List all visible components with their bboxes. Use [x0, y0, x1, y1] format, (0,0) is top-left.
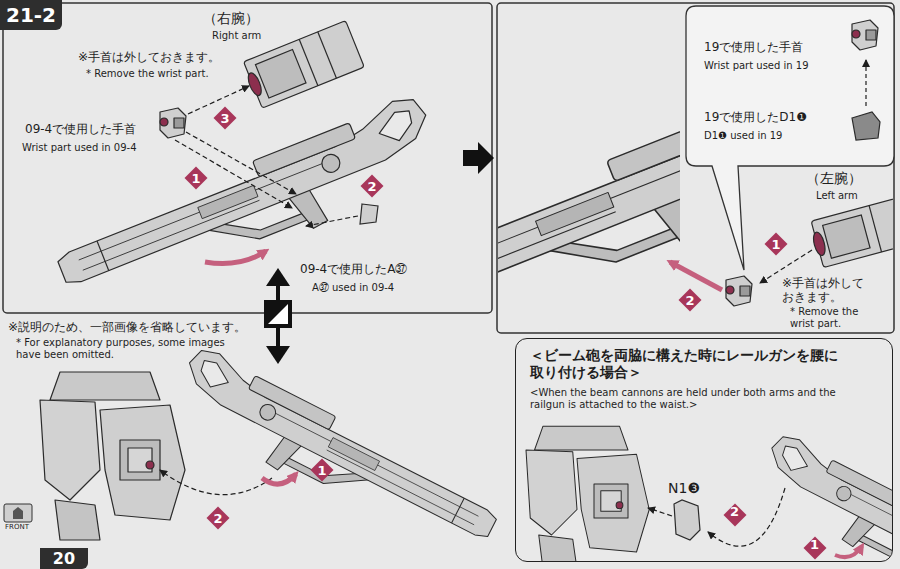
diamond-fill [311, 459, 334, 482]
step-number: 21-2 [6, 5, 56, 25]
page-number-tab: 20 [40, 548, 88, 569]
diamond-fill [185, 167, 208, 190]
callout-number: 1 [803, 536, 827, 560]
wrist-part [852, 20, 878, 50]
part-d1 [852, 112, 880, 140]
callout-number-text: 2 [685, 294, 694, 307]
swap-symbol [264, 268, 292, 364]
part-label: 09-4で使用した手首 [25, 122, 136, 136]
diamond-fill [207, 507, 230, 530]
callout-text: Wrist part used in 19 [704, 60, 809, 72]
icon-label: FRONT [5, 523, 29, 531]
wrist-part [160, 108, 186, 138]
robot-waist [526, 426, 649, 561]
callout-text: D1❶ used in 19 [704, 130, 782, 142]
panel-frame [497, 3, 894, 333]
next-step-arrow [463, 142, 494, 174]
callout-number: 2 [723, 503, 747, 527]
part-label: 09-4で使用したA㊲ [300, 262, 407, 276]
note: ※手首は外しておきます。 [78, 50, 220, 64]
diamond-fill [679, 289, 702, 312]
callout-number: 2 [678, 288, 702, 312]
callout-number-text: 2 [213, 512, 222, 525]
callout-number: 2 [360, 174, 384, 198]
callout-number: 1 [764, 232, 788, 256]
callout-number-text: 2 [367, 180, 376, 193]
dashed-arrow [175, 140, 292, 208]
dashed-arrow [186, 132, 296, 194]
insert-arrow [670, 262, 722, 290]
callout-number: 2 [206, 506, 230, 530]
diamond-fill [214, 107, 237, 130]
part-label: （右腕） [203, 10, 259, 27]
dashed-arrow [865, 60, 866, 106]
note: ※説明のため、一部画像を省略しています。 [8, 320, 246, 334]
diamond-fill [765, 233, 788, 256]
callout-number-text: 1 [771, 238, 780, 251]
part-n1 [674, 500, 700, 540]
diamond-fill [803, 536, 826, 559]
part-label: Right arm [212, 30, 261, 42]
beam-cannon [164, 343, 506, 568]
dashed-arrow [188, 86, 249, 114]
rail-gun [749, 430, 892, 561]
dashed-arrow [160, 470, 272, 495]
note: * For explanatory purposes, some images … [16, 337, 231, 361]
callout-number: 1 [184, 166, 208, 190]
note: * Remove the wrist part. [86, 68, 209, 80]
part-a37 [360, 204, 378, 224]
diamond-fill [723, 503, 746, 526]
callout-number-text: 3 [220, 112, 229, 125]
part-label: Wrist part used in 09-4 [22, 142, 137, 154]
page-number: 20 [53, 551, 75, 567]
note-box: ＜ビーム砲を両脇に構えた時にレールガンを腰に取り付ける場合＞ <When the … [515, 338, 893, 562]
note: * Remove the wrist part. [790, 306, 862, 330]
front-icon [4, 504, 32, 522]
dashed-arrow [648, 508, 672, 516]
callout-bubble [686, 6, 894, 270]
callout-number-text: 1 [317, 464, 326, 477]
callout-text: 19で使用したD1❶ [704, 110, 807, 124]
rotate-arrow [262, 474, 296, 484]
part-label: （左腕） [806, 170, 862, 187]
left-arm [808, 193, 893, 269]
note-text: ＜ビーム砲を両脇に構えた時にレールガンを腰に取り付ける場合＞ [530, 347, 846, 381]
dashed-arrow [306, 216, 358, 226]
rotate-arrow [205, 251, 266, 264]
part-label: A㊲ used in 09-4 [312, 282, 394, 294]
callout-number-text: 1 [191, 172, 200, 185]
beam-cannon [498, 71, 680, 332]
step-number-tab: 21-2 [0, 0, 62, 30]
callout-text: 19で使用した手首 [704, 40, 803, 54]
wrist-part [726, 276, 752, 306]
rotate-arrow [835, 546, 862, 557]
callout-number: 3 [213, 106, 237, 130]
part-label: N1❸ [668, 480, 700, 497]
part-label: Left arm [816, 190, 858, 202]
dashed-arrow [708, 488, 785, 546]
callout-number-text: 1 [810, 538, 819, 551]
callout-number: 1 [310, 458, 334, 482]
diamond-fill [361, 175, 384, 198]
callout-number-text: 2 [730, 505, 739, 518]
note-text: <When the beam cannons are held under bo… [530, 387, 870, 411]
callout-box: 19で使用した手首 Wrist part used in 19 19で使用したD1❶… [686, 6, 894, 166]
robot-waist [40, 372, 185, 540]
note: ※手首は外しておきます。 [782, 276, 870, 305]
